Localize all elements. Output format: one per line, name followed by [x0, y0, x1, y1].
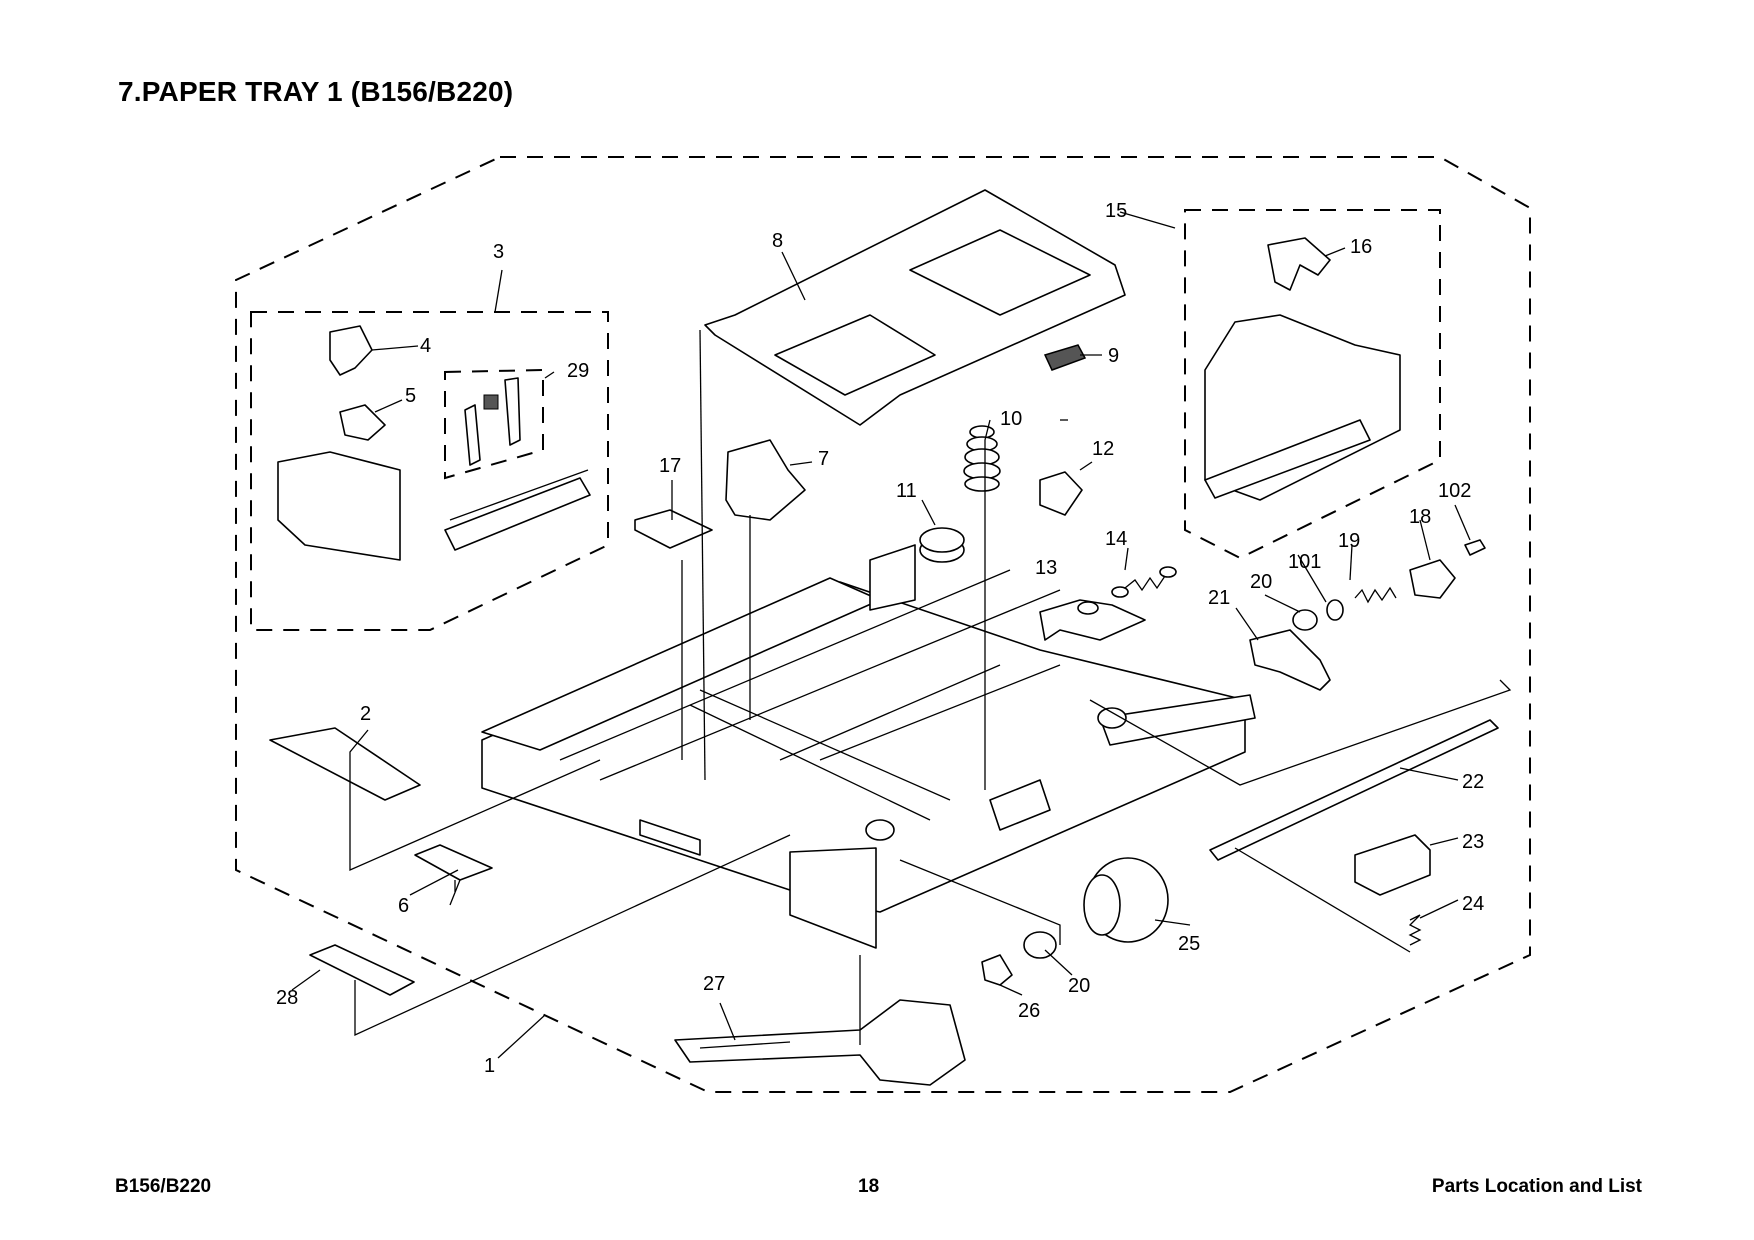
callout-6: 6: [398, 895, 409, 917]
callout-28: 28: [276, 987, 298, 1009]
footer-model: B156/B220: [115, 1176, 212, 1197]
callout-101: 101: [1288, 551, 1321, 573]
callout-15: 15: [1105, 200, 1127, 222]
callout-1: 1: [484, 1055, 495, 1077]
bushing-part-20a: [1292, 609, 1318, 631]
part-23: [1354, 834, 1431, 896]
callout-19: 19: [1338, 530, 1360, 552]
callout-22: 22: [1462, 771, 1484, 793]
side-fence-left: [277, 451, 591, 561]
callout-18: 18: [1409, 506, 1431, 528]
callout-20-top: 20: [1250, 571, 1272, 593]
callout-11: 11: [896, 480, 917, 502]
callout-13: 13: [1035, 557, 1057, 579]
page-title: 7.PAPER TRAY 1 (B156/B220): [118, 76, 514, 107]
callout-10: 10: [1000, 408, 1022, 430]
part-16: [1267, 237, 1331, 291]
callout-27: 27: [703, 973, 725, 995]
footer-section: Parts Location and List: [1431, 1176, 1642, 1197]
lever-part-13: [1039, 599, 1146, 641]
lock-part-4: [329, 325, 373, 376]
part-29a: [464, 404, 481, 466]
callout-9: 9: [1108, 345, 1119, 367]
roller-part-25: [1083, 857, 1169, 943]
callout-8: 8: [772, 230, 783, 252]
bracket-part-12: [1039, 471, 1083, 516]
callout-29: 29: [567, 360, 589, 382]
clip-part-26: [981, 954, 1013, 986]
footer-page-number: 18: [858, 1176, 880, 1197]
part-29c: [483, 394, 499, 410]
callout-3: 3: [493, 241, 504, 263]
label-part-6: [414, 844, 493, 881]
pad-part: [1043, 344, 1087, 371]
callout-14: 14: [1105, 528, 1127, 550]
label-part-2: [269, 727, 421, 801]
leader-lines: [291, 211, 1512, 1059]
ring-part-101: [1326, 599, 1344, 621]
callout-25: 25: [1178, 933, 1200, 955]
pin-part-102: [1464, 539, 1486, 556]
clip-part-5: [339, 404, 386, 441]
callout-4: 4: [420, 335, 431, 357]
callout-17: 17: [659, 455, 681, 477]
spring-part-14: [1124, 575, 1166, 592]
end-fence-boundary: [1184, 209, 1441, 560]
bracket-part-21: [1249, 629, 1331, 691]
callout-16: 16: [1350, 236, 1372, 258]
callout-7: 7: [818, 448, 829, 470]
spring-part-24: [1408, 914, 1422, 946]
tray-body: [481, 544, 1256, 949]
callout-26: 26: [1018, 1000, 1040, 1022]
tray-assembly-boundary: [235, 156, 1531, 1093]
callout-20-bottom: 20: [1068, 975, 1090, 997]
end-fence-part: [725, 439, 806, 521]
side-fence-right: [1204, 314, 1401, 501]
lever-part-27: [674, 999, 966, 1086]
callout-21: 21: [1208, 587, 1230, 609]
spring-part: [963, 425, 1001, 492]
callout-102: 102: [1438, 480, 1471, 502]
callout-24: 24: [1462, 893, 1484, 915]
part-29b: [504, 377, 521, 446]
bushing-part-20b: [1023, 931, 1057, 959]
label-part-17: [634, 509, 713, 549]
gear-part-18: [1409, 559, 1456, 599]
side-fence-left-boundary: [250, 311, 609, 631]
bottom-plate: [704, 189, 1126, 426]
callout-12: 12: [1092, 438, 1114, 460]
shaft-part-22: [1209, 719, 1499, 861]
callout-2: 2: [360, 703, 371, 725]
callout-23: 23: [1462, 831, 1484, 853]
callout-5: 5: [405, 385, 416, 407]
gear-part: [919, 527, 965, 563]
label-part-28: [309, 944, 415, 996]
item-29-boundary: [444, 368, 544, 480]
spring-part-19: [1354, 586, 1397, 604]
